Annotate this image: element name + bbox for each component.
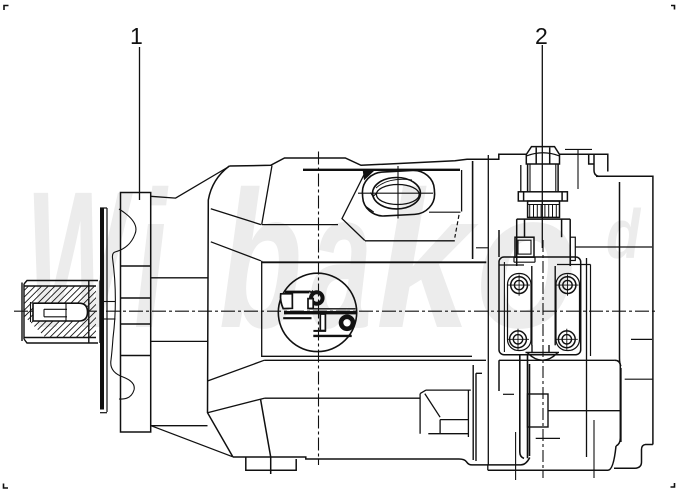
svg-text:d: d: [606, 196, 641, 273]
svg-text:b: b: [219, 151, 302, 369]
svg-text:2: 2: [535, 23, 548, 49]
svg-text:k: k: [376, 151, 479, 369]
svg-text:1: 1: [130, 23, 143, 49]
svg-text:a: a: [310, 150, 372, 369]
svg-text:o: o: [476, 151, 577, 369]
svg-text:W: W: [26, 152, 134, 370]
